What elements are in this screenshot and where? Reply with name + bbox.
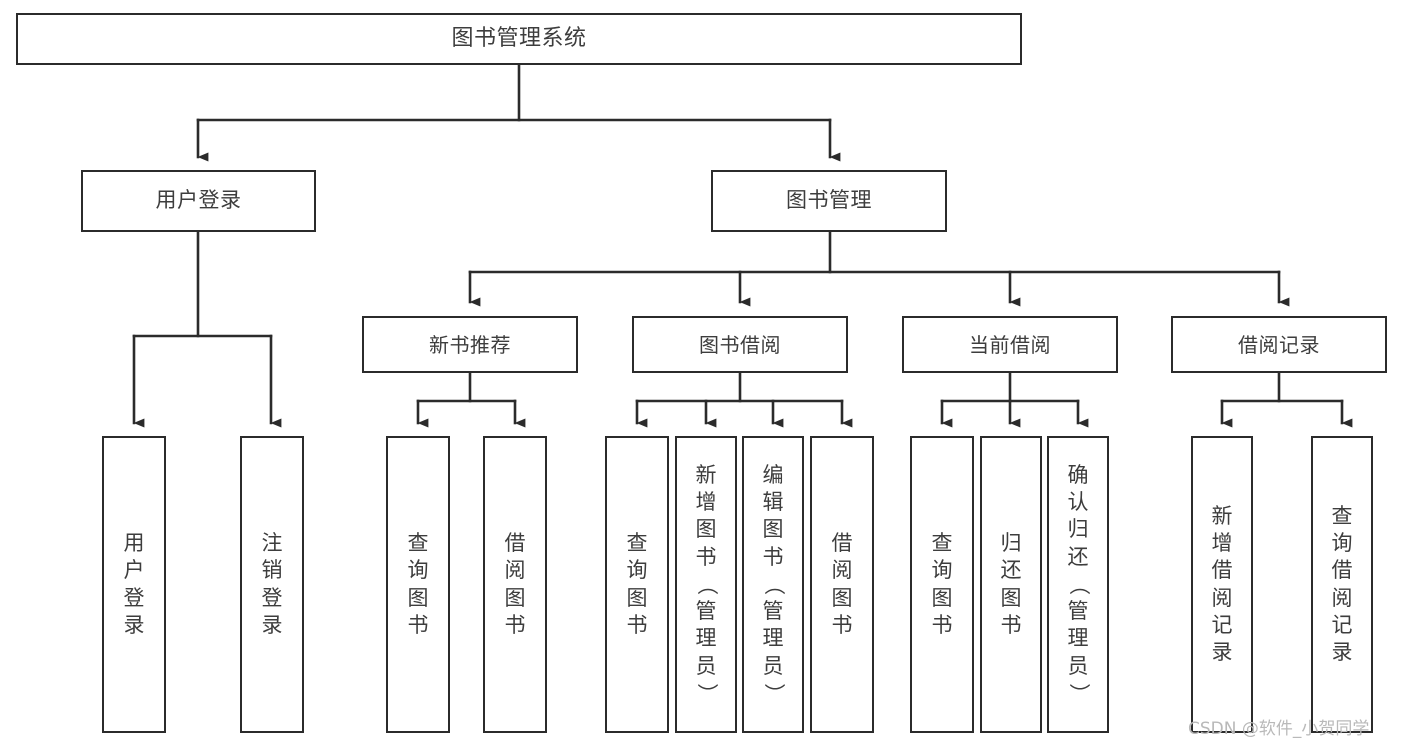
node-borrow-record[interactable]: 借阅记录	[1171, 316, 1387, 373]
leaf-borrow-record-0-label: 新增借阅记录	[1211, 503, 1233, 665]
leaf-book-borrow-2[interactable]: 编辑图书（管理员）	[742, 436, 804, 733]
leaf-user-login-1[interactable]: 注销登录	[240, 436, 304, 733]
leaf-borrow-record-0[interactable]: 新增借阅记录	[1191, 436, 1253, 733]
leaf-book-borrow-0-label: 查询图书	[626, 530, 648, 637]
node-current-borrow-label: 当前借阅	[969, 332, 1051, 357]
node-borrow-record-label: 借阅记录	[1238, 332, 1320, 357]
leaf-current-borrow-2[interactable]: 确认归还（管理员）	[1047, 436, 1109, 733]
leaf-current-borrow-1[interactable]: 归还图书	[980, 436, 1042, 733]
leaf-new-book-recommend-0-label: 查询图书	[407, 530, 429, 637]
node-book-borrow-label: 图书借阅	[699, 332, 781, 357]
node-book-management-label: 图书管理	[786, 188, 872, 213]
node-current-borrow[interactable]: 当前借阅	[902, 316, 1118, 373]
leaf-book-borrow-1[interactable]: 新增图书（管理员）	[675, 436, 737, 733]
leaf-new-book-recommend-0[interactable]: 查询图书	[386, 436, 450, 733]
leaf-user-login-0-label: 用户登录	[123, 530, 145, 637]
node-root-book-management-system[interactable]: 图书管理系统	[16, 13, 1022, 65]
leaf-user-login-1-label: 注销登录	[261, 530, 283, 637]
leaf-borrow-record-1-label: 查询借阅记录	[1331, 503, 1353, 665]
leaf-current-borrow-2-label: 确认归还（管理员）	[1066, 462, 1091, 705]
node-new-book-recommend-label: 新书推荐	[429, 332, 511, 357]
node-user-login-label: 用户登录	[155, 188, 242, 213]
node-root-label: 图书管理系统	[451, 25, 587, 51]
leaf-current-borrow-0[interactable]: 查询图书	[910, 436, 974, 733]
leaf-current-borrow-1-label: 归还图书	[1000, 530, 1022, 637]
node-book-borrow[interactable]: 图书借阅	[632, 316, 848, 373]
csdn-watermark: CSDN @软件_小贺同学	[1188, 719, 1370, 739]
leaf-borrow-record-1[interactable]: 查询借阅记录	[1311, 436, 1373, 733]
leaf-book-borrow-3[interactable]: 借阅图书	[810, 436, 874, 733]
node-book-management[interactable]: 图书管理	[711, 170, 947, 232]
leaf-new-book-recommend-1-label: 借阅图书	[504, 530, 526, 637]
leaf-book-borrow-1-label: 新增图书（管理员）	[694, 462, 719, 705]
leaf-current-borrow-0-label: 查询图书	[931, 530, 953, 637]
leaf-book-borrow-0[interactable]: 查询图书	[605, 436, 669, 733]
leaf-book-borrow-3-label: 借阅图书	[831, 530, 853, 637]
leaf-new-book-recommend-1[interactable]: 借阅图书	[483, 436, 547, 733]
leaf-book-borrow-2-label: 编辑图书（管理员）	[761, 462, 786, 705]
leaf-user-login-0[interactable]: 用户登录	[102, 436, 166, 733]
node-user-login[interactable]: 用户登录	[81, 170, 316, 232]
node-new-book-recommend[interactable]: 新书推荐	[362, 316, 578, 373]
